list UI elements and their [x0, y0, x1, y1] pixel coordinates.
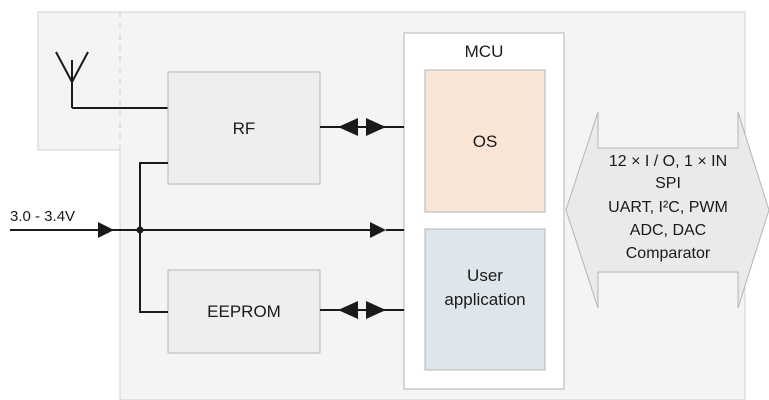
os-block — [424, 69, 546, 213]
rf-link-right-arrow-icon — [366, 118, 386, 136]
user-application-block — [424, 228, 546, 371]
eeprom-link-right-arrow-icon — [366, 301, 386, 319]
user-application-label-line1: User — [467, 266, 503, 285]
power-branch-eeprom — [139, 230, 168, 313]
bus-line-io: 12 × I / O, 1 × IN — [609, 153, 727, 170]
user-application-label-line2: application — [444, 290, 525, 309]
power-branch-rf — [139, 162, 168, 230]
power-arrow-mcu-icon — [370, 222, 386, 238]
bus-line-uart-i2c-pwm: UART, I²C, PWM — [608, 199, 728, 216]
bus-line-spi: SPI — [655, 175, 681, 192]
eeprom-link-left-arrow-icon — [338, 301, 358, 319]
rf-block — [167, 71, 321, 185]
supply-voltage-label: 3.0 - 3.4V — [10, 208, 75, 225]
rf-label: RF — [233, 119, 256, 138]
peripheral-bus-arrow — [565, 111, 769, 309]
rf-link-left-arrow-icon — [338, 118, 358, 136]
mcu-label: MCU — [465, 42, 504, 61]
eeprom-label: EEPROM — [207, 302, 281, 321]
bus-line-comparator: Comparator — [626, 245, 711, 262]
os-label: OS — [473, 132, 498, 151]
antenna-icon — [55, 51, 168, 109]
supply-input-arrow-icon — [98, 222, 114, 238]
bus-line-adc-dac: ADC, DAC — [630, 222, 706, 239]
eeprom-block — [167, 269, 321, 354]
